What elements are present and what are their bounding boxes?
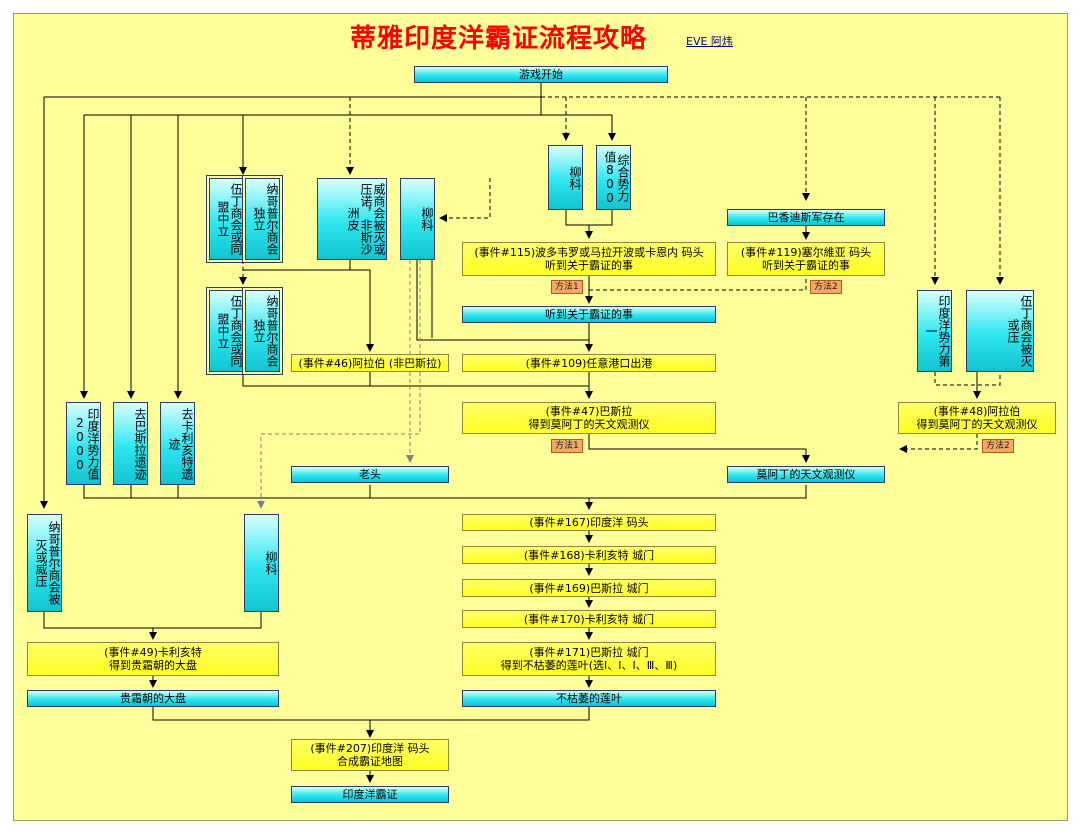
conn-method-dash-2 bbox=[899, 434, 978, 453]
conn-merge-e207 bbox=[152, 707, 590, 721]
nagapur-independent-box-2: 纳哥普尔商会独立 bbox=[245, 290, 280, 372]
event-168-box: (事件#168)卡利亥特 城门 bbox=[462, 546, 716, 564]
event-207-box: (事件#207)印度洋 码头 合成霸证地图 bbox=[291, 739, 449, 771]
method2-badge-b: 方法2 bbox=[982, 439, 1014, 453]
final-map-box: 印度洋霸证 bbox=[291, 786, 449, 803]
weishang-destroyed-box: 威商会被灭或压诺，非斯沙洲皮 bbox=[317, 178, 387, 260]
liuke-box-a: 柳科 bbox=[400, 178, 435, 260]
event-170-box: (事件#170)卡利亥特 城门 bbox=[462, 610, 716, 628]
event-169-box: (事件#169)巴斯拉 城门 bbox=[462, 579, 716, 597]
event-171-box: (事件#171)巴斯拉 城门 得到不枯萎的莲叶(选Ⅰ、Ⅰ、Ⅰ、Ⅲ、Ⅲ) bbox=[462, 642, 716, 676]
wuding-nagapur-box: 伍丁商会被灭或压 bbox=[966, 290, 1034, 372]
heard-about-box: 听到关于霸证的事 bbox=[462, 306, 716, 323]
event-48-box: (事件#48)阿拉伯 得到莫阿丁的天文观测仪 bbox=[898, 402, 1056, 434]
page-title: 蒂雅印度洋霸证流程攻略 bbox=[350, 24, 648, 54]
kushan-plate-box: 贵霜朝的大盘 bbox=[27, 690, 279, 707]
author-credit: EVE 阿炜 bbox=[686, 35, 733, 48]
wuding-neutral-box-2: 伍丁商会或同盟中立 bbox=[209, 290, 244, 372]
method1-badge-b: 方法1 bbox=[551, 439, 583, 453]
event-119-box: (事件#119)塞尔維亚 码头 听到关于霸证的事 bbox=[727, 242, 885, 276]
event-167-box: (事件#167)印度洋 码头 bbox=[462, 514, 716, 531]
method1-badge-a: 方法1 bbox=[551, 280, 583, 294]
indian-ocean-first-box: 印度洋势力第一 bbox=[917, 290, 952, 372]
event-46-box: (事件#46)阿拉伯 (非巴斯拉) bbox=[291, 354, 449, 372]
conn-liuke-liukec bbox=[257, 260, 421, 509]
old-man-box: 老头 bbox=[291, 466, 449, 483]
conn-nagapur2-e46 bbox=[243, 269, 374, 352]
event-49-box: (事件#49)卡利亥特 得到贵霜朝的大盘 bbox=[27, 642, 279, 676]
event-109-box: (事件#109)任意港口出港 bbox=[462, 354, 716, 372]
power-800-box: 综合势力值800 bbox=[596, 145, 631, 210]
astrolabe-box: 莫阿丁的天文观测仪 bbox=[727, 466, 885, 483]
bazidi-box: 巴香迪斯军存在 bbox=[727, 209, 885, 226]
go-calicut-ruins-box: 去卡利亥特遗迹 bbox=[160, 402, 195, 485]
power-2000-box: 印度洋势力值2000 bbox=[66, 402, 101, 485]
conn-method-dash-1 bbox=[589, 276, 807, 291]
liuke-box-c: 柳科 bbox=[244, 514, 279, 612]
conn-e47-moading bbox=[588, 434, 810, 463]
nagapur-destroyed-box: 纳哥普尔商会被灭或威压 bbox=[27, 514, 62, 612]
liuke-box-b: 柳科 bbox=[548, 145, 583, 210]
start-node: 游戏开始 bbox=[414, 66, 668, 83]
method2-badge-a: 方法2 bbox=[810, 280, 842, 294]
wuding-neutral-box-1: 伍丁商会或同盟中立 bbox=[209, 178, 244, 260]
go-basra-ruins-box: 去巴斯拉遗迹 bbox=[113, 402, 148, 485]
conn-left-merge bbox=[43, 612, 157, 640]
lotus-leaf-box: 不枯萎的莲叶 bbox=[462, 690, 716, 707]
nagapur-independent-box-1: 纳哥普尔商会独立 bbox=[245, 178, 280, 260]
event-115-box: (事件#115)波多韦罗或马拉开波或卡恩内 码头 听到关于霸证的事 bbox=[462, 242, 716, 276]
event-47-box: (事件#47)巴斯拉 得到莫阿丁的天文观测仪 bbox=[462, 402, 716, 434]
conn-lower-bus bbox=[83, 485, 589, 499]
